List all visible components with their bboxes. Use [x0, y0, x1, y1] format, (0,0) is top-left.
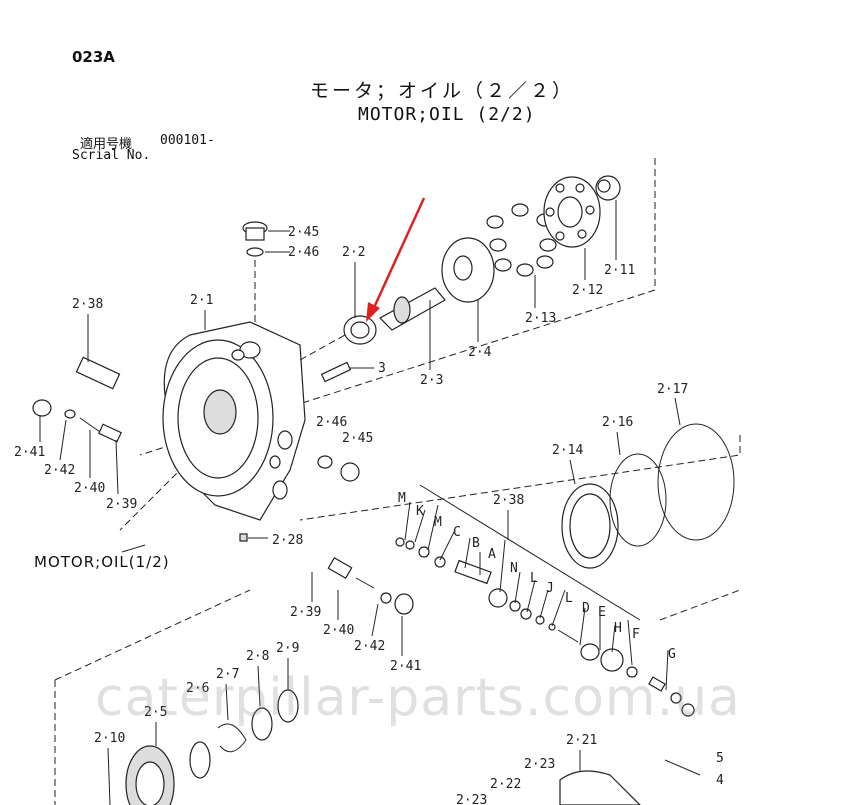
red-arrow-pointer	[370, 197, 426, 313]
callout-3: 3	[378, 361, 386, 376]
title-english: MOTOR;OIL (2/2)	[358, 104, 536, 125]
callout-2-42-lower: 2·42	[354, 639, 385, 654]
ring-part	[251, 707, 273, 741]
letter-label: F	[632, 627, 640, 642]
bearing-part	[343, 315, 377, 345]
callout-2-1: 2·1	[190, 293, 213, 308]
plug-part	[242, 221, 268, 257]
letter-label: N	[510, 561, 518, 576]
plug-part	[394, 593, 414, 615]
spring-part	[355, 577, 375, 589]
callout-2-38: 2·38	[72, 297, 103, 312]
callout-4: 4	[716, 773, 724, 788]
serial-label-japanese: 適用号機	[80, 137, 133, 152]
callout-2-39: 2·39	[106, 497, 137, 512]
relief-valve-parts	[395, 537, 695, 717]
letter-label: A	[488, 547, 496, 562]
letter-label: B	[472, 536, 480, 551]
callout-2-10: 2·10	[94, 731, 125, 746]
serial-label-english: Scrial No.	[72, 148, 151, 163]
frame-line	[139, 158, 656, 456]
bolt-part	[320, 361, 352, 383]
callout-2-21: 2·21	[566, 733, 597, 748]
frame-line	[119, 449, 201, 531]
motor-housing-part	[162, 321, 306, 521]
callout-2-38-right: 2·38	[493, 493, 524, 508]
callout-2-16: 2·16	[602, 415, 633, 430]
letter-label: M	[434, 515, 442, 530]
callout-2-12: 2·12	[572, 283, 603, 298]
callout-5: 5	[716, 751, 724, 766]
page-code: 023A	[72, 48, 115, 66]
callout-2-17: 2·17	[657, 382, 688, 397]
callout-2-41-lower: 2·41	[390, 659, 421, 674]
callout-2-40: 2·40	[74, 481, 105, 496]
callout-2-11: 2·11	[604, 263, 635, 278]
reference-motor-oil-1-2: MOTOR;OIL(1/2)	[34, 553, 170, 571]
callout-2-41: 2·41	[14, 445, 45, 460]
callout-2-2: 2·2	[342, 245, 365, 260]
callout-2-40-lower: 2·40	[323, 623, 354, 638]
poppet-part	[98, 423, 122, 443]
callout-2-23-lower: 2·23	[456, 793, 487, 805]
letter-label: H	[614, 621, 622, 636]
callout-2-42: 2·42	[44, 463, 75, 478]
frame-line	[659, 589, 741, 621]
letter-label: M	[398, 491, 406, 506]
spherical-bush-part	[595, 175, 621, 201]
housing-cover-part	[559, 770, 641, 805]
letter-label: K	[416, 504, 424, 519]
callout-2-39-lower: 2·39	[290, 605, 321, 620]
valve-plate-part	[441, 237, 495, 303]
retainer-plate-part	[543, 176, 601, 248]
shaft-part	[379, 287, 446, 331]
callout-2-7: 2·7	[216, 667, 239, 682]
letter-label: D	[582, 601, 590, 616]
plug-part	[32, 399, 52, 417]
spring-part	[217, 723, 247, 753]
callout-2-3: 2·3	[420, 373, 443, 388]
callout-2-6: 2·6	[186, 681, 209, 696]
o-ring-part	[64, 409, 76, 419]
letter-label: J	[546, 581, 554, 596]
letter-label: L	[565, 591, 573, 606]
callout-2-46: 2·46	[288, 245, 319, 260]
frame-line	[54, 589, 251, 681]
callout-2-8: 2·8	[246, 649, 269, 664]
watermark: caterpillar-parts.com.ua	[95, 668, 741, 728]
callout-2-23: 2·23	[524, 757, 555, 772]
frame-line	[299, 435, 741, 521]
callout-2-45: 2·45	[288, 225, 319, 240]
plug-part	[239, 533, 248, 542]
spring-part	[79, 417, 101, 433]
callout-2-13: 2·13	[525, 311, 556, 326]
callout-2-45-right: 2·45	[342, 431, 373, 446]
callout-2-14: 2·14	[552, 443, 583, 458]
valve-spool-part	[75, 356, 121, 390]
poppet-part	[327, 556, 353, 580]
letter-label: L	[530, 571, 538, 586]
o-ring-part	[657, 423, 735, 541]
letter-label: E	[598, 605, 606, 620]
title-japanese: モータ；オイル（２／２）	[310, 80, 575, 102]
callout-2-4: 2·4	[468, 345, 492, 360]
red-arrow-head	[366, 302, 380, 322]
plug-part	[340, 462, 360, 482]
o-ring-part	[380, 592, 392, 604]
serial-number-value: 000101-	[160, 133, 215, 148]
letter-label: C	[453, 525, 461, 540]
callout-2-9: 2·9	[276, 641, 299, 656]
callout-2-22: 2·22	[490, 777, 521, 792]
o-ring-part	[317, 455, 333, 469]
callout-2-5: 2·5	[144, 705, 167, 720]
callout-2-28: 2·28	[272, 533, 303, 548]
ring-part	[189, 741, 211, 779]
o-ring-part	[609, 453, 667, 547]
callout-2-46-right: 2·46	[316, 415, 347, 430]
letter-label: G	[668, 647, 676, 662]
